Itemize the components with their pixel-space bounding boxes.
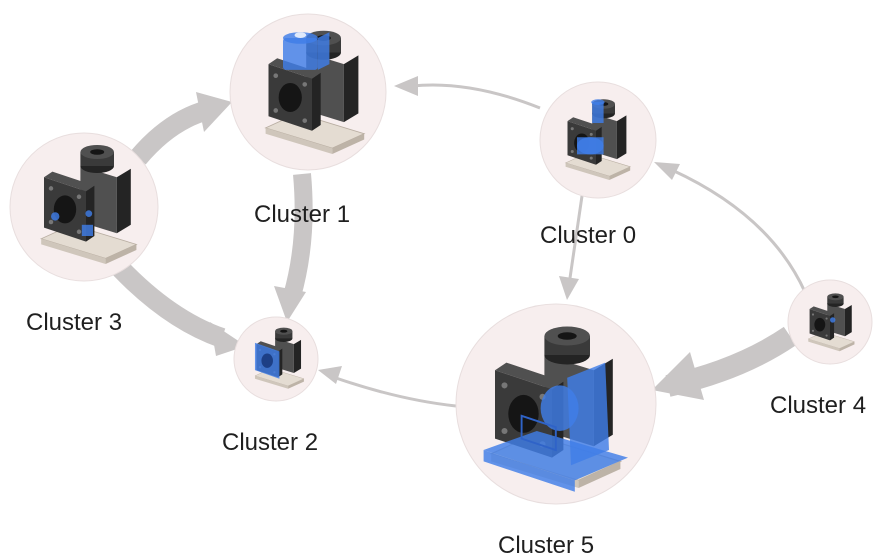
- cluster-0-node[interactable]: Cluster 0: [539, 81, 657, 249]
- edge-cluster0-to-cluster1: [394, 76, 541, 110]
- cluster-1-assembly-icon: [264, 30, 365, 155]
- cluster-2-label: Cluster 2: [222, 429, 318, 456]
- cluster-5-node[interactable]: Cluster 5: [455, 303, 657, 559]
- edge-cluster0-to-cluster5: [559, 195, 584, 300]
- cluster-3-node[interactable]: Cluster 3: [9, 132, 159, 336]
- cluster-2-node[interactable]: Cluster 2: [222, 316, 319, 456]
- cluster-5-assembly-icon: [483, 325, 628, 492]
- cluster-4-label: Cluster 4: [770, 392, 866, 419]
- cluster-0-label: Cluster 0: [540, 222, 636, 249]
- cluster-2-assembly-icon: [254, 327, 305, 390]
- edge-cluster5-to-cluster2: [318, 366, 457, 408]
- cluster-3-assembly-icon: [40, 144, 138, 265]
- edge-cluster3-to-cluster1: [130, 92, 232, 165]
- edge-cluster4-to-cluster5: [652, 326, 797, 400]
- cluster-1-label: Cluster 1: [254, 201, 350, 228]
- edge-cluster4-to-cluster0: [654, 162, 807, 293]
- cluster-0-assembly-icon: [565, 98, 631, 181]
- edge-cluster3-to-cluster2: [112, 261, 246, 356]
- cluster-3-label: Cluster 3: [26, 309, 122, 336]
- cluster-4-node[interactable]: Cluster 4: [770, 279, 873, 419]
- cluster-5-label: Cluster 5: [498, 532, 594, 559]
- cluster-4-assembly-icon: [807, 293, 855, 352]
- cluster-1-node[interactable]: Cluster 1: [229, 13, 387, 228]
- nodes: Cluster 0 Cluster 1 Cluster 2: [9, 13, 873, 559]
- edge-cluster1-to-cluster2: [274, 173, 313, 322]
- edges: [112, 76, 807, 408]
